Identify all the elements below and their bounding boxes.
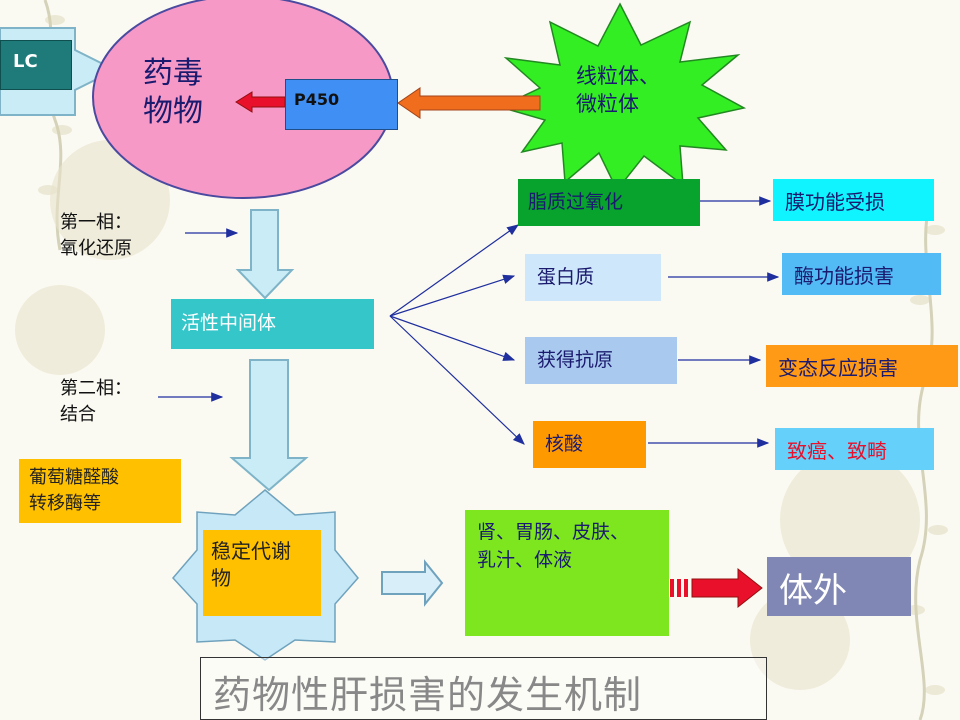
red-arrow-outside [670,567,763,609]
drug-label: 药毒 物物 [143,55,203,131]
target-protein-box: 蛋白质 [525,254,661,301]
target-antigen-label: 获得抗原 [537,349,614,371]
excretion-line2: 乳汁、体液 [477,549,573,571]
red-arrow-p450 [235,91,286,113]
stable-metabolite-box: 稳定代谢 物 [203,530,321,616]
effect-allergy-box: 变态反应损害 [766,345,958,387]
effect-cancer-label: 致癌、致畸 [787,439,887,463]
p450-box: P450 [285,79,398,130]
mito-label-line2: 微粒体 [576,92,639,116]
drug-label-line2: 物物 [143,94,203,129]
phase2-label: 第二相： 结合 [60,376,132,428]
slide-title: 药物性肝损害的发生机制 [213,673,643,717]
mito-label-line1: 线粒体、 [576,64,660,88]
phase2-line2: 结合 [60,404,96,425]
active-intermediate-box: 活性中间体 [171,299,374,349]
lc-box: LC [0,40,72,90]
effect-cancer-box: 致癌、致畸 [775,428,934,470]
phase1-label: 第一相： 氧化还原 [60,210,132,262]
phase1-line2: 氧化还原 [60,238,132,259]
effect-membrane-label: 膜功能受损 [785,190,885,214]
target-protein-label: 蛋白质 [537,266,595,288]
target-nucleic-label: 核酸 [545,433,584,455]
drug-label-line1: 药毒 [143,56,203,91]
phase2-line1: 第二相： [60,378,132,399]
enzyme-line2: 转移酶等 [29,493,101,514]
phase1-line1: 第一相： [60,212,132,233]
effect-membrane-box: 膜功能受损 [773,179,934,221]
target-antigen-box: 获得抗原 [525,337,677,384]
target-lipid-label: 脂质过氧化 [528,191,624,213]
lc-label: LC [13,51,38,72]
stable-line2: 物 [211,566,231,590]
enzyme-box: 葡萄糖醛酸 转移酶等 [19,459,181,523]
excretion-box: 肾、胃肠、皮肤、 乳汁、体液 [465,510,669,636]
excretion-line1: 肾、胃肠、皮肤、 [477,521,630,543]
mito-label: 线粒体、 微粒体 [576,62,660,118]
slide-title-box: 药物性肝损害的发生机制 [200,657,767,720]
target-nucleic-box: 核酸 [533,421,646,468]
effect-allergy-label: 变态反应损害 [778,356,898,380]
active-intermediate-label: 活性中间体 [181,312,277,334]
enzyme-line1: 葡萄糖醛酸 [29,467,119,488]
effect-enzyme-box: 酶功能损害 [782,253,941,295]
outside-label: 体外 [779,571,847,611]
down-arrow-1 [235,209,295,300]
hollow-arrow [381,559,444,607]
effect-enzyme-label: 酶功能损害 [794,264,894,288]
orange-arrow [397,87,541,119]
stable-line1: 稳定代谢 [211,539,291,563]
down-arrow-2 [229,359,309,492]
p450-label: P450 [294,90,340,109]
outside-box: 体外 [767,557,911,616]
target-lipid-box: 脂质过氧化 [518,179,700,226]
